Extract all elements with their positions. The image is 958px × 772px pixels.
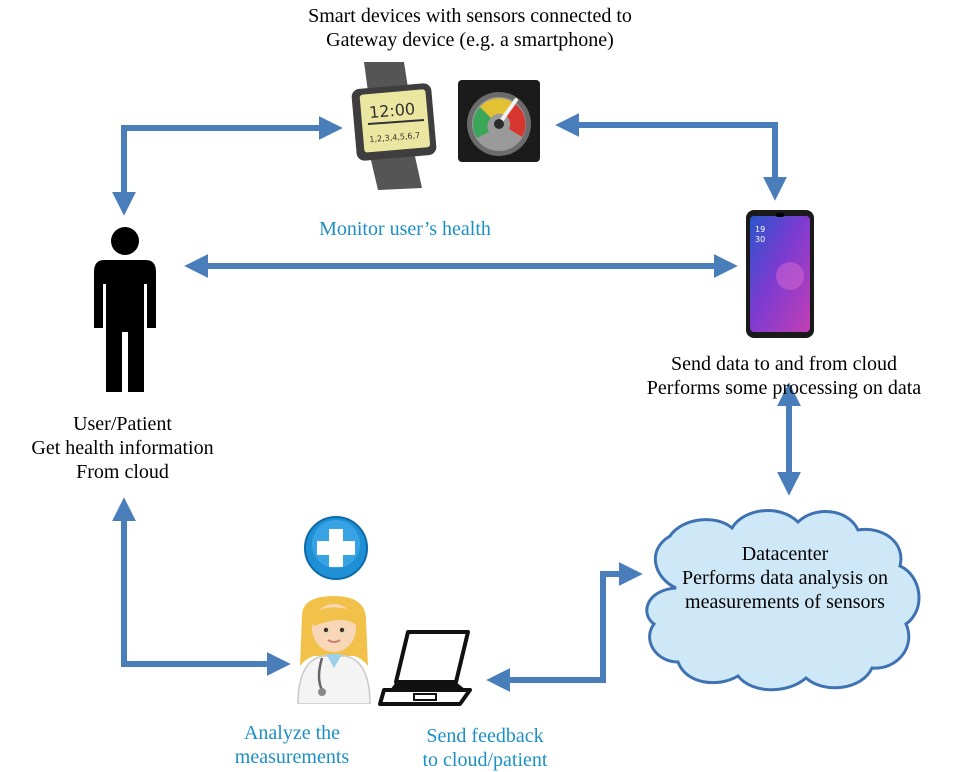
person-icon (94, 227, 156, 392)
watch-time: 12:00 (368, 99, 416, 122)
arrow-doctor-user (112, 497, 291, 676)
gauge-icon (458, 80, 540, 162)
doctor-icon (297, 596, 371, 704)
medical-cross-icon (304, 516, 368, 580)
phone-caption: Send data to and from cloud Performs som… (646, 353, 922, 399)
datacenter-cloud (645, 509, 921, 692)
user-caption: User/Patient Get health information From… (31, 413, 214, 483)
doctor-label: Analyze the measurements (234, 722, 350, 768)
arrow-laptop-cloud (486, 562, 643, 692)
arrow-user-watch (112, 116, 343, 216)
smartwatch-icon: 12:00 1,2,3,4,5,6,7 (351, 62, 437, 190)
smartphone-icon: 19 30 (746, 210, 814, 338)
monitor-label: Monitor user’s health (319, 218, 491, 240)
laptop-icon (378, 630, 472, 706)
laptop-label: Send feedback to cloud/patient (422, 725, 548, 771)
cloud-caption: Datacenter Performs data analysis on mea… (681, 543, 889, 613)
phone-hour: 19 (755, 225, 765, 234)
arrow-gauge-phone (555, 113, 787, 201)
watch-digits: 1,2,3,4,5,6,7 (369, 131, 420, 144)
phone-minute: 30 (755, 235, 765, 244)
top-caption: Smart devices with sensors connected to … (308, 5, 632, 51)
